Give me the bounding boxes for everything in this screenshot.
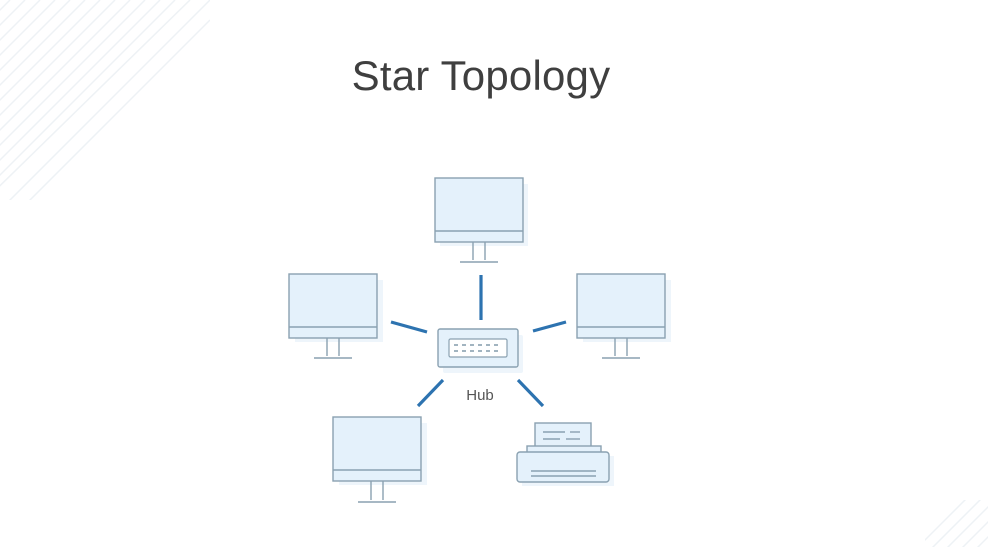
- monitor-icon: [288, 273, 383, 359]
- monitor-icon: [332, 416, 427, 503]
- monitor-icon: [576, 273, 671, 359]
- corner-stripes-decoration: [925, 500, 988, 547]
- connector-line: [516, 378, 545, 408]
- connector-line: [416, 378, 445, 408]
- connector-line: [390, 320, 428, 334]
- page-title: Star Topology: [351, 52, 611, 99]
- hub-label: Hub: [466, 387, 494, 404]
- monitor-icon: [434, 177, 528, 263]
- printer-icon: [516, 422, 614, 486]
- connector-line: [532, 320, 567, 333]
- corner-stripes-decoration: [0, 0, 210, 200]
- connectors: [390, 275, 567, 408]
- hub-icon: [437, 328, 523, 373]
